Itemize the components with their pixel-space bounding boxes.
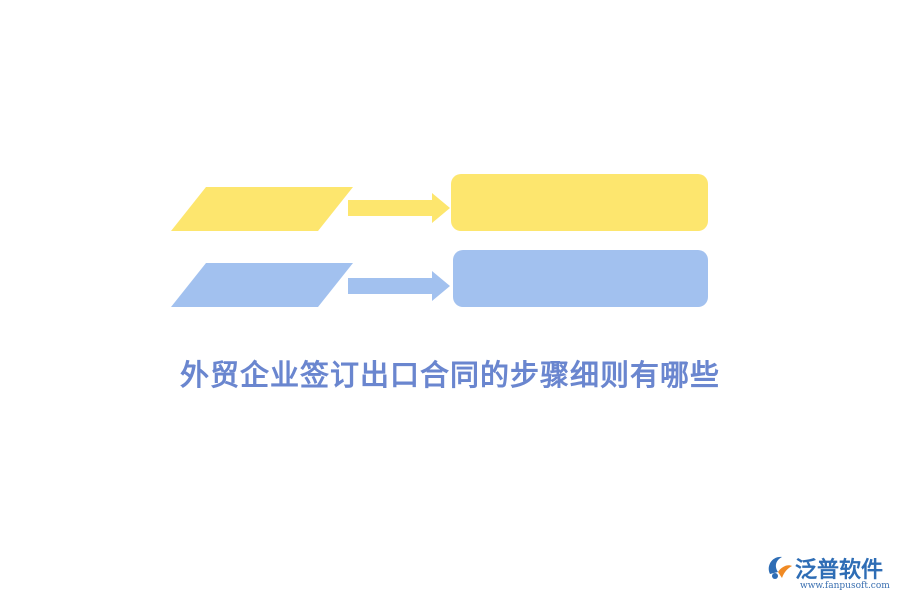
fanpu-logo-icon	[768, 556, 792, 579]
row1-arrow	[348, 193, 450, 223]
row1-box	[451, 174, 708, 231]
page-title: 外贸企业签订出口合同的步骤细则有哪些	[179, 358, 720, 392]
row1-parallelogram	[171, 187, 353, 231]
row2-parallelogram	[171, 263, 353, 307]
brand-logo[interactable]: 泛普软件 www.fanpusoft.com	[764, 550, 894, 594]
brand-name: 泛普软件	[795, 558, 884, 583]
row2-box	[453, 250, 708, 307]
row2-arrow	[348, 271, 450, 301]
brand-url: www.fanpusoft.com	[800, 581, 890, 591]
